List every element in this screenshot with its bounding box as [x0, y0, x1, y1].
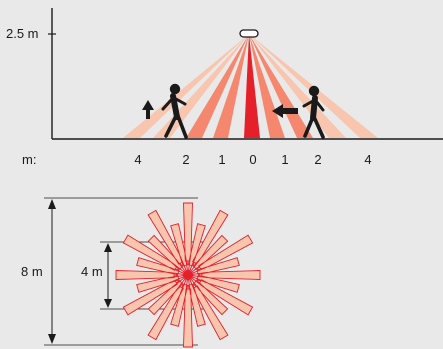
arrow-left-icon	[272, 104, 298, 118]
dimension-8m-label: 8 m	[21, 264, 43, 279]
detection-ray	[192, 209, 229, 265]
person-left-icon	[161, 83, 188, 139]
detection-ray	[170, 223, 189, 267]
side-view: 2.5 m m: 4 2 1 0 1 2 4	[6, 8, 443, 167]
height-label: 2.5 m	[6, 26, 39, 41]
person-right-icon	[302, 85, 325, 139]
beam-right-4	[249, 34, 346, 138]
beam-right-2	[249, 34, 313, 138]
beam-center	[244, 34, 260, 138]
detection-beams	[123, 34, 378, 138]
sensor-icon	[239, 29, 259, 38]
top-view: 8 m 4 m	[21, 197, 261, 348]
detection-ray	[183, 202, 193, 262]
distance-tick-label: 4	[134, 152, 141, 167]
distance-tick-label: 4	[364, 152, 371, 167]
detection-ray	[122, 234, 178, 271]
distance-tick-label: 2	[314, 152, 321, 167]
dimension-8m-arrow-bottom	[48, 334, 56, 344]
detection-ray	[192, 285, 229, 341]
detection-ray	[147, 285, 184, 341]
distance-tick-label: 1	[281, 152, 288, 167]
detection-ray	[147, 234, 184, 271]
detection-ray	[147, 279, 184, 316]
dimension-4m-arrow-bottom	[104, 299, 112, 308]
detection-ray	[122, 279, 178, 316]
detection-ray	[198, 234, 254, 271]
detection-ray	[136, 257, 180, 276]
distance-tick-label: 1	[218, 152, 225, 167]
detection-ray	[147, 209, 184, 265]
dimension-8m-arrow-top	[48, 199, 56, 209]
beam-left-2	[186, 34, 249, 138]
dimension-4m-label: 4 m	[81, 264, 103, 279]
dimension-4m-arrow-top	[104, 243, 112, 252]
detection-ray	[192, 279, 229, 316]
beam-left-1	[213, 34, 249, 138]
arrow-up-icon	[142, 100, 154, 119]
detection-ray	[187, 283, 206, 327]
detection-ray	[170, 283, 189, 327]
detection-ray	[198, 279, 254, 316]
detection-ray	[187, 223, 206, 267]
beam-outer-left	[123, 34, 249, 138]
detection-pattern	[115, 202, 261, 348]
detection-ray	[115, 270, 175, 280]
detection-ray	[196, 257, 240, 276]
distance-tick-label: 2	[182, 152, 189, 167]
detection-center	[183, 270, 193, 280]
distance-unit-label: m:	[22, 152, 36, 167]
detection-ray	[183, 288, 193, 348]
detection-ray	[136, 274, 180, 293]
distance-ticks: 4 2 1 0 1 2 4	[134, 152, 371, 167]
detection-ray	[196, 274, 240, 293]
distance-tick-label: 0	[249, 152, 256, 167]
detection-ray	[192, 234, 229, 271]
